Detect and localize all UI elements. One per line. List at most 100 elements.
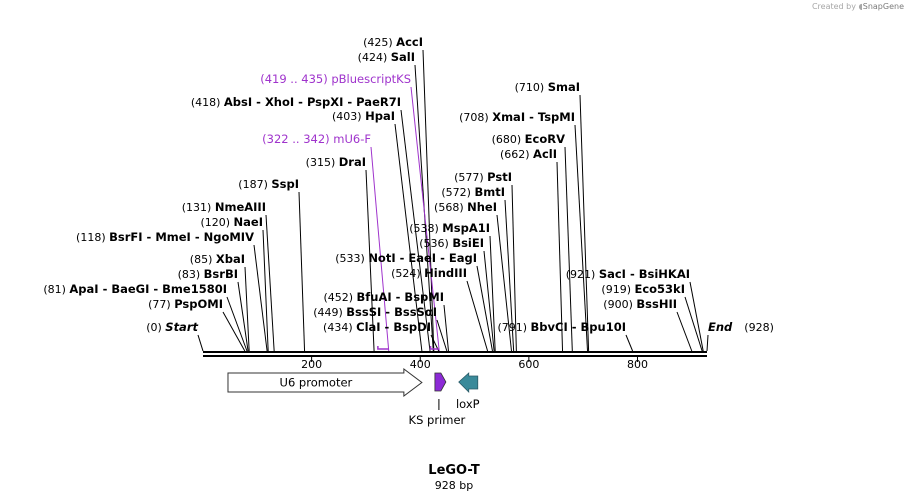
site-label-bsrbi[interactable]: (83) BsrBI	[178, 267, 238, 281]
site-label-xbai[interactable]: (85) XbaI	[190, 252, 245, 266]
site-label-bsrfi-mmei-ngomiv[interactable]: (118) BsrFI - MmeI - NgoMIV	[76, 230, 254, 244]
site-position: (452)	[323, 291, 356, 304]
site-position: (572)	[441, 186, 474, 199]
site-name: AbsI - XhoI - PspXI - PaeR7I	[224, 95, 401, 109]
site-line-noti-eaei-eagi	[476, 265, 493, 352]
site-label-acci[interactable]: (425) AccI	[363, 35, 423, 49]
feature-loxp-label: loxP	[456, 397, 480, 411]
site-line-bsshii	[676, 311, 693, 352]
site-line-acli	[556, 161, 564, 352]
feature-u6-promoter-arrow[interactable]	[227, 368, 423, 397]
site-label-bmti[interactable]: (572) BmtI	[441, 185, 505, 199]
site-line-bsrbi	[237, 281, 249, 352]
site-label-eco53ki[interactable]: (919) Eco53kI	[601, 282, 685, 296]
site-label-absi-xhoi-pspxi-paer7i[interactable]: (418) AbsI - XhoI - PspXI - PaeR7I	[191, 95, 401, 109]
site-position: (536)	[419, 237, 452, 250]
site-label-mu6-f[interactable]: (322 .. 342) mU6-F	[262, 132, 371, 146]
site-position: (118)	[76, 231, 109, 244]
site-position: (680)	[492, 133, 525, 146]
site-position: (77)	[148, 298, 174, 311]
site-position: (83)	[178, 268, 204, 281]
site-name: AccI	[396, 35, 423, 49]
site-label-sspi[interactable]: (187) SspI	[238, 177, 299, 191]
site-label-pspomi[interactable]: (77) PspOMI	[148, 297, 223, 311]
site-label-noti-eaei-eagi[interactable]: (533) NotI - EaeI - EagI	[335, 251, 477, 265]
site-name: BsiEI	[452, 236, 484, 250]
site-name: MspA1I	[442, 221, 490, 235]
tick-label-600: 600	[518, 358, 539, 371]
site-label-bbvci-bpu10i[interactable]: (791) BbvCI - Bpu10I	[497, 320, 626, 334]
site-position: (568)	[434, 201, 467, 214]
site-label-sali[interactable]: (424) SalI	[358, 50, 415, 64]
site-label-hpai[interactable]: (403) HpaI	[332, 109, 395, 123]
site-position: (928)	[744, 321, 774, 334]
site-label-smai[interactable]: (710) SmaI	[515, 80, 580, 94]
site-name: BfuAI - BspMI	[357, 290, 444, 304]
credit-brand: SnapGene	[862, 2, 904, 11]
site-name: SacI - BsiHKAI	[599, 267, 690, 281]
site-position: (187)	[238, 178, 271, 191]
feature-ks-primer-label: KS primer	[409, 413, 466, 427]
site-name: End	[708, 320, 733, 334]
site-position: (791)	[497, 321, 530, 334]
site-line-acci	[422, 49, 435, 352]
site-lines	[197, 49, 709, 352]
site-label-clai-bspdi[interactable]: (434) ClaI - BspDI	[323, 320, 431, 334]
site-name: mU6-F	[333, 132, 371, 146]
site-position: (120)	[200, 216, 233, 229]
feature-loxp-arrow[interactable]	[458, 372, 479, 393]
site-name: SspI	[271, 177, 299, 191]
site-label-acli[interactable]: (662) AclI	[500, 147, 557, 161]
site-line-drai	[365, 169, 375, 352]
site-name: BbvCI - Bpu10I	[531, 320, 626, 334]
site-labels: (425) AccI(424) SalI (419 .. 435) pBluesc…	[43, 35, 774, 334]
site-line-smai	[579, 94, 590, 352]
site-label-ecorv[interactable]: (680) EcoRV	[492, 132, 566, 146]
map-title: LeGO-T	[428, 463, 480, 478]
site-name: SmaI	[548, 80, 580, 94]
site-position: (662)	[500, 148, 533, 161]
site-position: (900)	[603, 298, 636, 311]
site-label-xmai-tspmi[interactable]: (708) XmaI - TspMI	[459, 110, 575, 124]
site-label-bfuai-bspmi[interactable]: (452) BfuAI - BspMI	[323, 290, 444, 304]
site-position: (403)	[332, 110, 365, 123]
site-label-bsssi-bsss-i[interactable]: (449) BssSI - BssSαI	[313, 305, 437, 319]
site-line-naei	[262, 229, 269, 352]
site-label-psti[interactable]: (577) PstI	[454, 170, 512, 184]
site-position: (577)	[454, 171, 487, 184]
site-label-mspa1i[interactable]: (538) MspA1I	[409, 221, 490, 235]
site-line-eco53ki	[684, 296, 703, 352]
credit-prefix: Created by	[811, 2, 856, 11]
site-label-pbluescriptks[interactable]: (419 .. 435) pBluescriptKS	[260, 72, 411, 86]
site-label-naei[interactable]: (120) NaeI	[200, 215, 263, 229]
backbone-top-strand	[203, 351, 707, 353]
site-label-start[interactable]: (0) Start	[146, 320, 198, 334]
site-label-bsshii[interactable]: (900) BssHII	[603, 297, 677, 311]
site-label-apai-baegi-bme1580i[interactable]: (81) ApaI - BaeGI - Bme1580I	[43, 282, 227, 296]
site-line-pspomi	[222, 311, 246, 352]
site-label-drai[interactable]: (315) DraI	[306, 155, 366, 169]
map-length: 928 bp	[435, 479, 473, 492]
site-name: pBluescriptKS	[331, 72, 411, 86]
site-label-bsiei[interactable]: (536) BsiEI	[419, 236, 484, 250]
site-line-hpai	[394, 123, 423, 352]
feature-u6-promoter-label: U6 promoter	[280, 376, 353, 390]
site-line-nmeaiii	[265, 214, 275, 352]
site-position: (419 .. 435)	[260, 72, 331, 86]
site-label-saci-bsihkai[interactable]: (921) SacI - BsiHKAI	[566, 267, 690, 281]
site-label-nmeaiii[interactable]: (131) NmeAIII	[182, 200, 266, 214]
site-label-hindiii[interactable]: (524) HindIII	[391, 266, 467, 280]
tick-label-800: 800	[627, 358, 648, 371]
site-line-saci-bsihkai	[689, 281, 704, 352]
site-name: PstI	[487, 170, 512, 184]
site-label-end[interactable]: End (928)	[708, 320, 774, 334]
site-label-nhei[interactable]: (568) NheI	[434, 200, 497, 214]
site-name: HpaI	[365, 109, 395, 123]
site-line-xbai	[244, 266, 250, 352]
site-position: (921)	[566, 268, 599, 281]
site-position: (322 .. 342)	[262, 132, 333, 146]
feature-ks-primer-arrow[interactable]	[434, 372, 447, 392]
site-line-mspa1i	[489, 235, 496, 352]
site-name: DraI	[339, 155, 366, 169]
